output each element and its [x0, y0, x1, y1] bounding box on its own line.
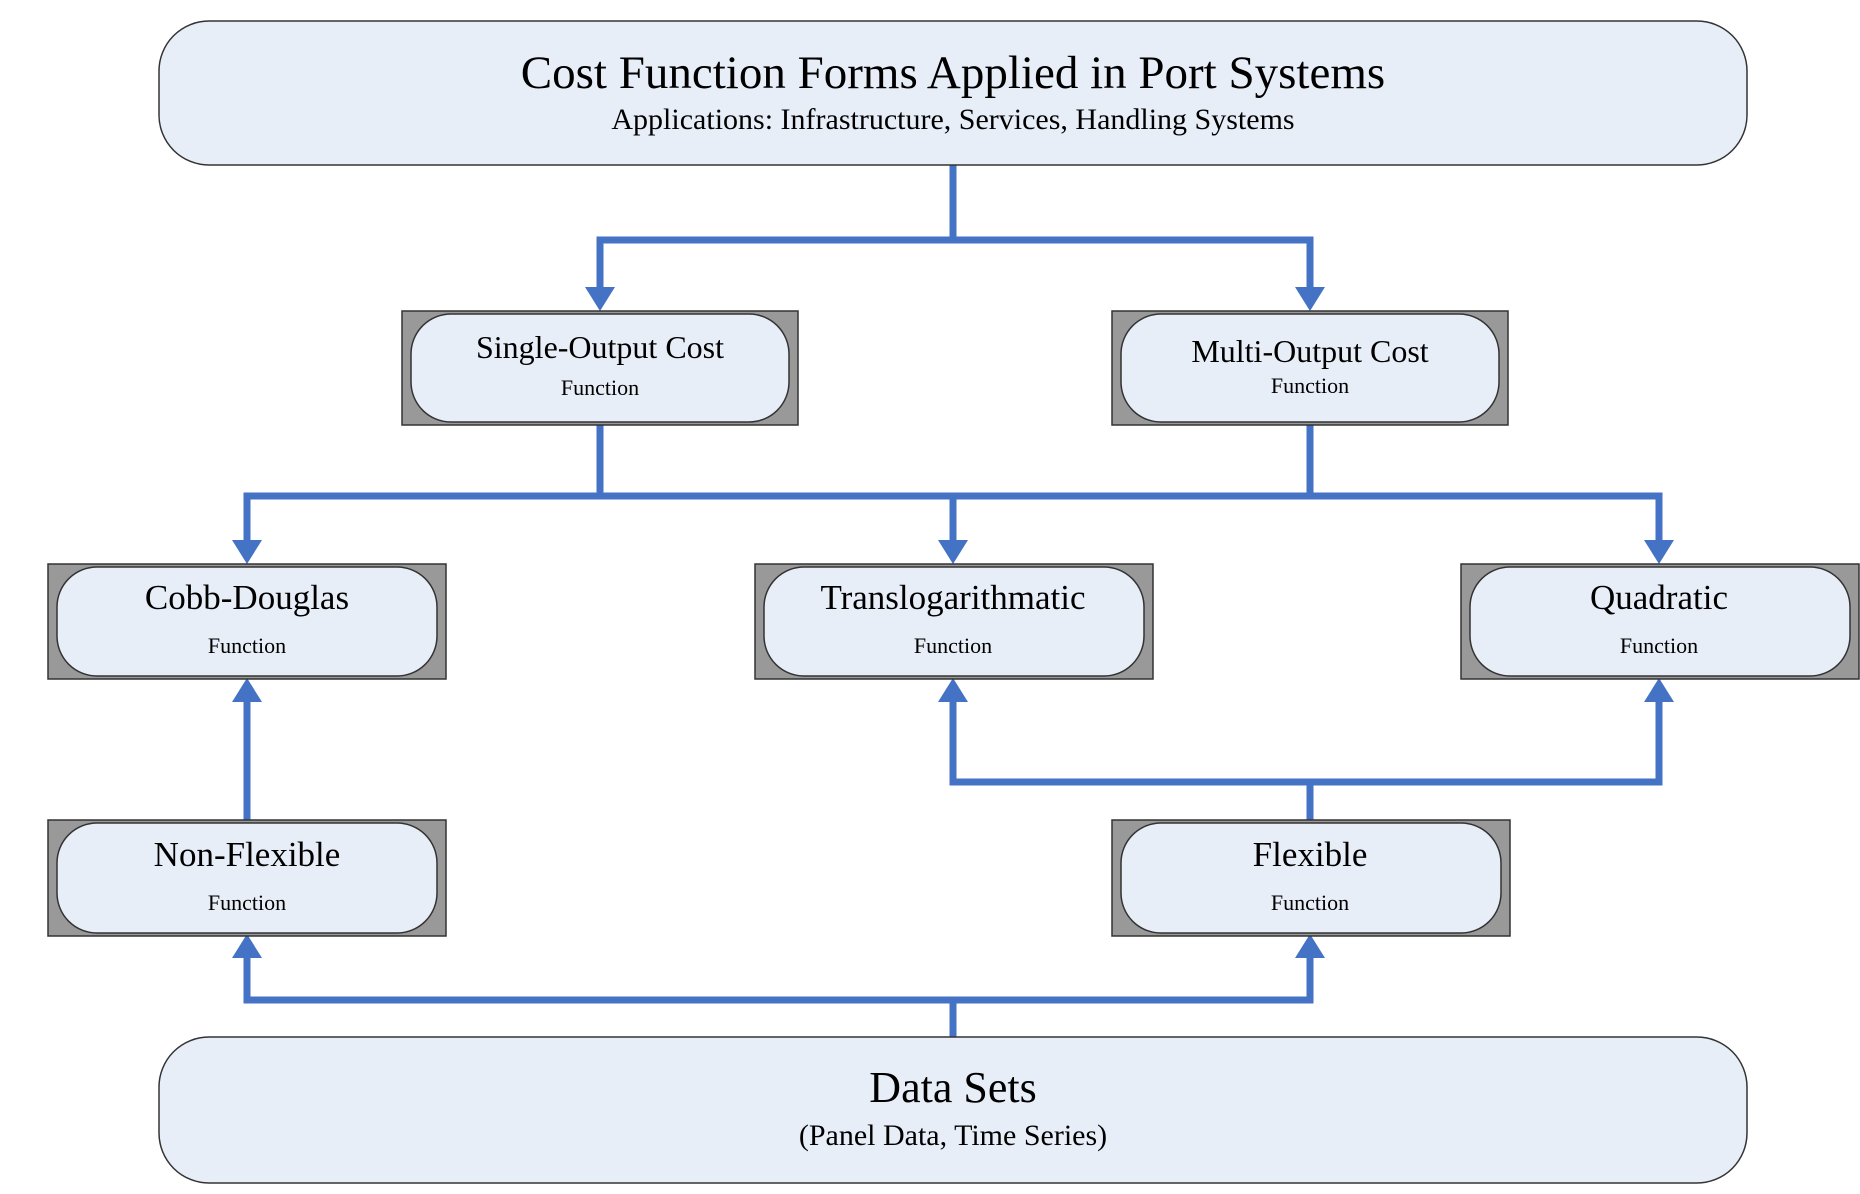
arrowheads: [232, 287, 1674, 958]
data-sets-box: Data Sets (Panel Data, Time Series): [158, 1036, 1748, 1184]
connector-data-sets-to-flexible: [953, 954, 1314, 1004]
connector-data-sets-to-non-flexible: [243, 954, 957, 1040]
data-sets-title: Data Sets: [869, 1063, 1036, 1112]
connectors: [243, 165, 1663, 1040]
node-non-flexible-subtitle: Function: [208, 890, 286, 915]
arrowhead-single-output: [585, 287, 615, 311]
arrowhead-up-flexible: [1295, 934, 1325, 958]
connector-header-to-multi-output: [953, 236, 1314, 290]
connector-flexible-to-translog: [949, 698, 1314, 820]
node-cobb-douglas: Cobb-Douglas Function: [47, 563, 447, 680]
node-multi-output: Multi-Output Cost Function: [1111, 310, 1509, 426]
connector-single-output-to-cobb-douglas: [243, 423, 604, 543]
node-translog-title: Translogarithmatic: [820, 578, 1085, 617]
connector-header-to-single-output: [596, 165, 957, 290]
connector-to-quadratic: [1310, 492, 1663, 543]
node-cobb-douglas-title: Cobb-Douglas: [145, 578, 349, 617]
arrowhead-up-cobb-douglas: [232, 678, 262, 702]
node-single-output: Single-Output Cost Function: [401, 310, 799, 426]
node-quadratic: Quadratic Function: [1460, 563, 1860, 680]
node-cobb-douglas-subtitle: Function: [208, 633, 286, 658]
node-flexible: Flexible Function: [1111, 819, 1511, 937]
connector-to-translog: [600, 492, 957, 543]
connector-flexible-to-quadratic: [1310, 698, 1663, 786]
node-single-output-subtitle: Function: [561, 375, 639, 400]
node-single-output-title: Single-Output Cost: [476, 329, 724, 365]
arrowhead-up-translog: [938, 678, 968, 702]
header-subtitle: Applications: Infrastructure, Services, …: [611, 103, 1294, 136]
node-multi-output-title: Multi-Output Cost: [1191, 333, 1428, 369]
arrowhead-cobb-douglas: [232, 540, 262, 564]
node-flexible-subtitle: Function: [1271, 890, 1349, 915]
arrowhead-up-quadratic: [1644, 678, 1674, 702]
header-title: Cost Function Forms Applied in Port Syst…: [521, 47, 1385, 99]
arrowhead-translog: [938, 540, 968, 564]
data-sets-subtitle: (Panel Data, Time Series): [799, 1119, 1107, 1152]
node-non-flexible-title: Non-Flexible: [154, 835, 341, 874]
arrowhead-up-non-flexible: [232, 934, 262, 958]
node-quadratic-title: Quadratic: [1590, 578, 1728, 617]
node-flexible-title: Flexible: [1253, 835, 1368, 874]
arrowhead-multi-output: [1295, 287, 1325, 311]
node-quadratic-subtitle: Function: [1620, 633, 1698, 658]
node-non-flexible: Non-Flexible Function: [47, 819, 447, 937]
connector-multi-output-branch: [953, 423, 1314, 500]
node-translog-subtitle: Function: [914, 633, 992, 658]
node-translog: Translogarithmatic Function: [754, 563, 1154, 680]
header-box: Cost Function Forms Applied in Port Syst…: [158, 20, 1748, 166]
node-multi-output-subtitle: Function: [1271, 373, 1349, 398]
arrowhead-quadratic: [1644, 540, 1674, 564]
